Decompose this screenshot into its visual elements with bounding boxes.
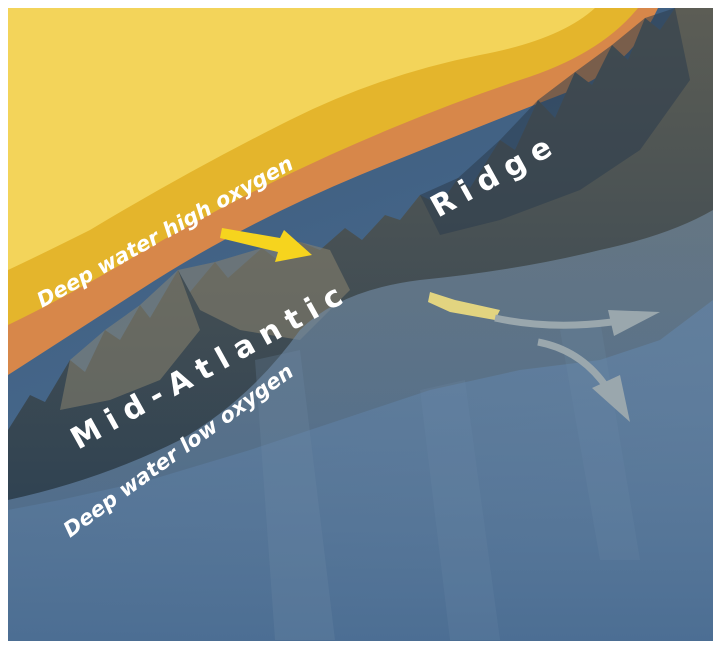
water-streak-1	[255, 350, 335, 640]
ridge-facet-light	[178, 242, 350, 340]
ridge-facet-shadow	[420, 8, 690, 235]
high-oxygen-water	[8, 8, 595, 270]
arrow-right-down-icon	[220, 228, 312, 262]
water-streak-3	[560, 320, 640, 560]
ridge-facet-mid	[60, 270, 200, 410]
low-oxygen-veil	[8, 210, 713, 641]
inflow-channel	[428, 292, 500, 320]
water-streak-2	[420, 380, 500, 640]
curved-arrow-down-icon	[537, 338, 630, 422]
curved-arrow-right-icon	[494, 310, 660, 336]
